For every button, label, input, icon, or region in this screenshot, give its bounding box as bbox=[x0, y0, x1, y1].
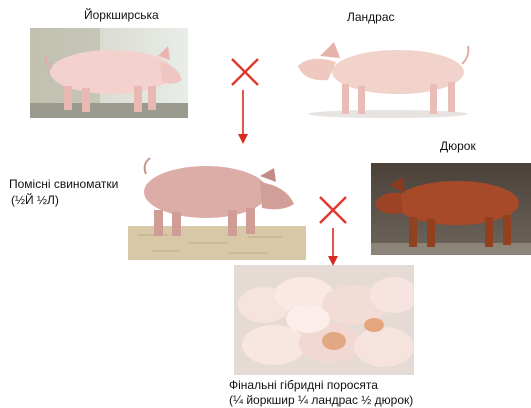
landrace-pig-image bbox=[290, 26, 476, 118]
landrace-label: Ландрас bbox=[347, 10, 395, 25]
final-piglets-label: Фінальні гібридні поросята bbox=[229, 378, 378, 393]
yorkshire-label: Йоркширська bbox=[84, 8, 159, 23]
duroc-label: Дюрок bbox=[440, 139, 476, 154]
crossbred-sow-image bbox=[128, 150, 306, 260]
duroc-pig-image bbox=[371, 163, 531, 255]
cross-mark-bottom bbox=[316, 193, 350, 227]
yorkshire-pig-image bbox=[30, 28, 188, 118]
crossbred-sows-formula: (½Й ½Л) bbox=[11, 193, 59, 208]
hybrid-piglets-image bbox=[234, 265, 414, 375]
final-piglets-formula: (¼ йоркшир ¼ ландрас ½ дюрок) bbox=[229, 393, 413, 408]
crossbred-sows-label: Помісні свиноматки bbox=[9, 177, 118, 192]
cross-mark-top bbox=[228, 55, 262, 89]
arrow-down-icon-top bbox=[236, 90, 250, 146]
arrow-down-icon-bottom bbox=[326, 228, 340, 268]
